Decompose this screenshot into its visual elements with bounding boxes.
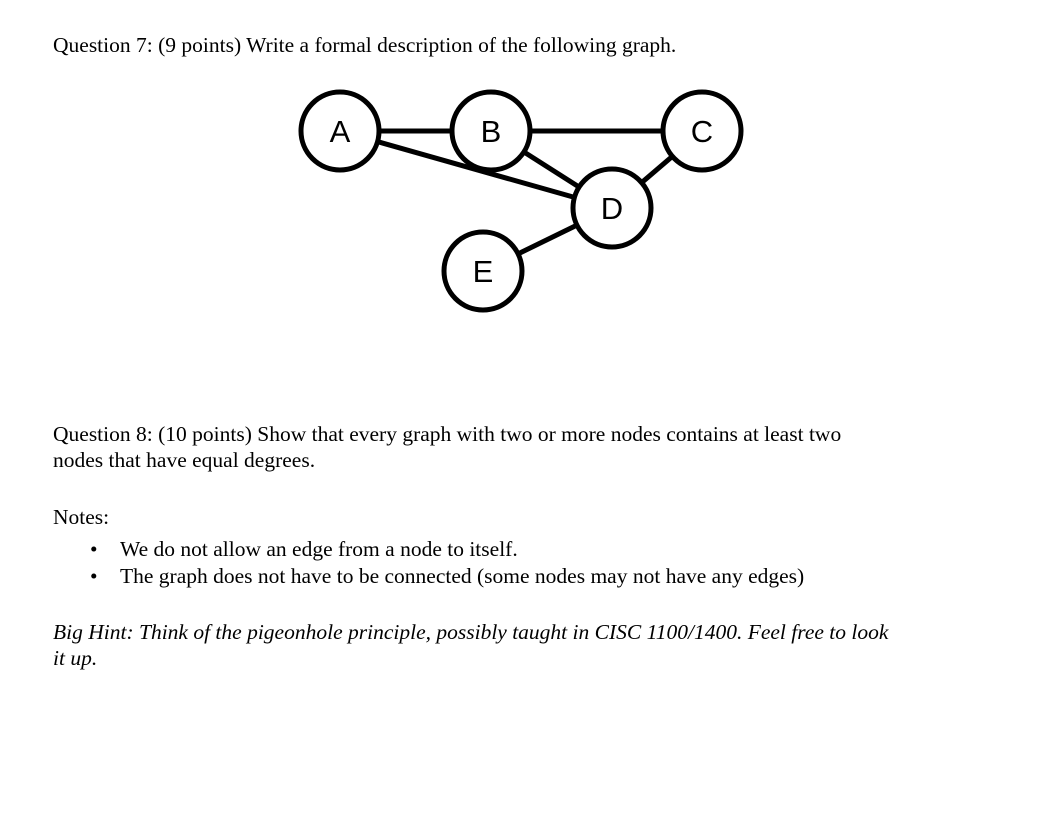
node-B: [449, 89, 533, 173]
note-item-1: • We do not allow an edge from a node to…: [53, 536, 1064, 563]
big-hint-line-1: Big Hint: Think of the pigeonhole princi…: [53, 620, 889, 644]
question7-text: Question 7: (9 points) Write a formal de…: [53, 33, 677, 57]
bullet-icon: •: [90, 537, 98, 561]
big-hint-line-2: it up.: [53, 646, 98, 670]
question8-line-1: Question 8: (10 points) Show that every …: [53, 422, 842, 446]
graph-figure: A B C D E: [298, 89, 744, 313]
node-A: [298, 89, 382, 173]
notes-list: • We do not allow an edge from a node to…: [53, 536, 1064, 590]
node-label-D: D: [601, 191, 623, 226]
node-D: [570, 166, 654, 250]
question8-line-2: nodes that have equal degrees.: [53, 448, 316, 472]
node-C: [660, 89, 744, 173]
bullet-icon: •: [90, 564, 98, 588]
question8-text: Question 8: (10 points) Show that every …: [53, 421, 1064, 473]
node-label-E: E: [473, 254, 494, 289]
note-item-2-text: The graph does not have to be connected …: [120, 564, 805, 588]
node-label-C: C: [691, 114, 713, 149]
big-hint-text: Big Hint: Think of the pigeonhole princi…: [53, 619, 1013, 671]
note-item-2: • The graph does not have to be connecte…: [53, 563, 1064, 590]
node-E: [441, 229, 525, 313]
note-item-1-text: We do not allow an edge from a node to i…: [120, 537, 518, 561]
node-label-A: A: [330, 114, 351, 149]
graph-figure-container: A B C D E: [280, 78, 760, 318]
node-label-B: B: [481, 114, 502, 149]
notes-label: Notes:: [53, 505, 110, 529]
